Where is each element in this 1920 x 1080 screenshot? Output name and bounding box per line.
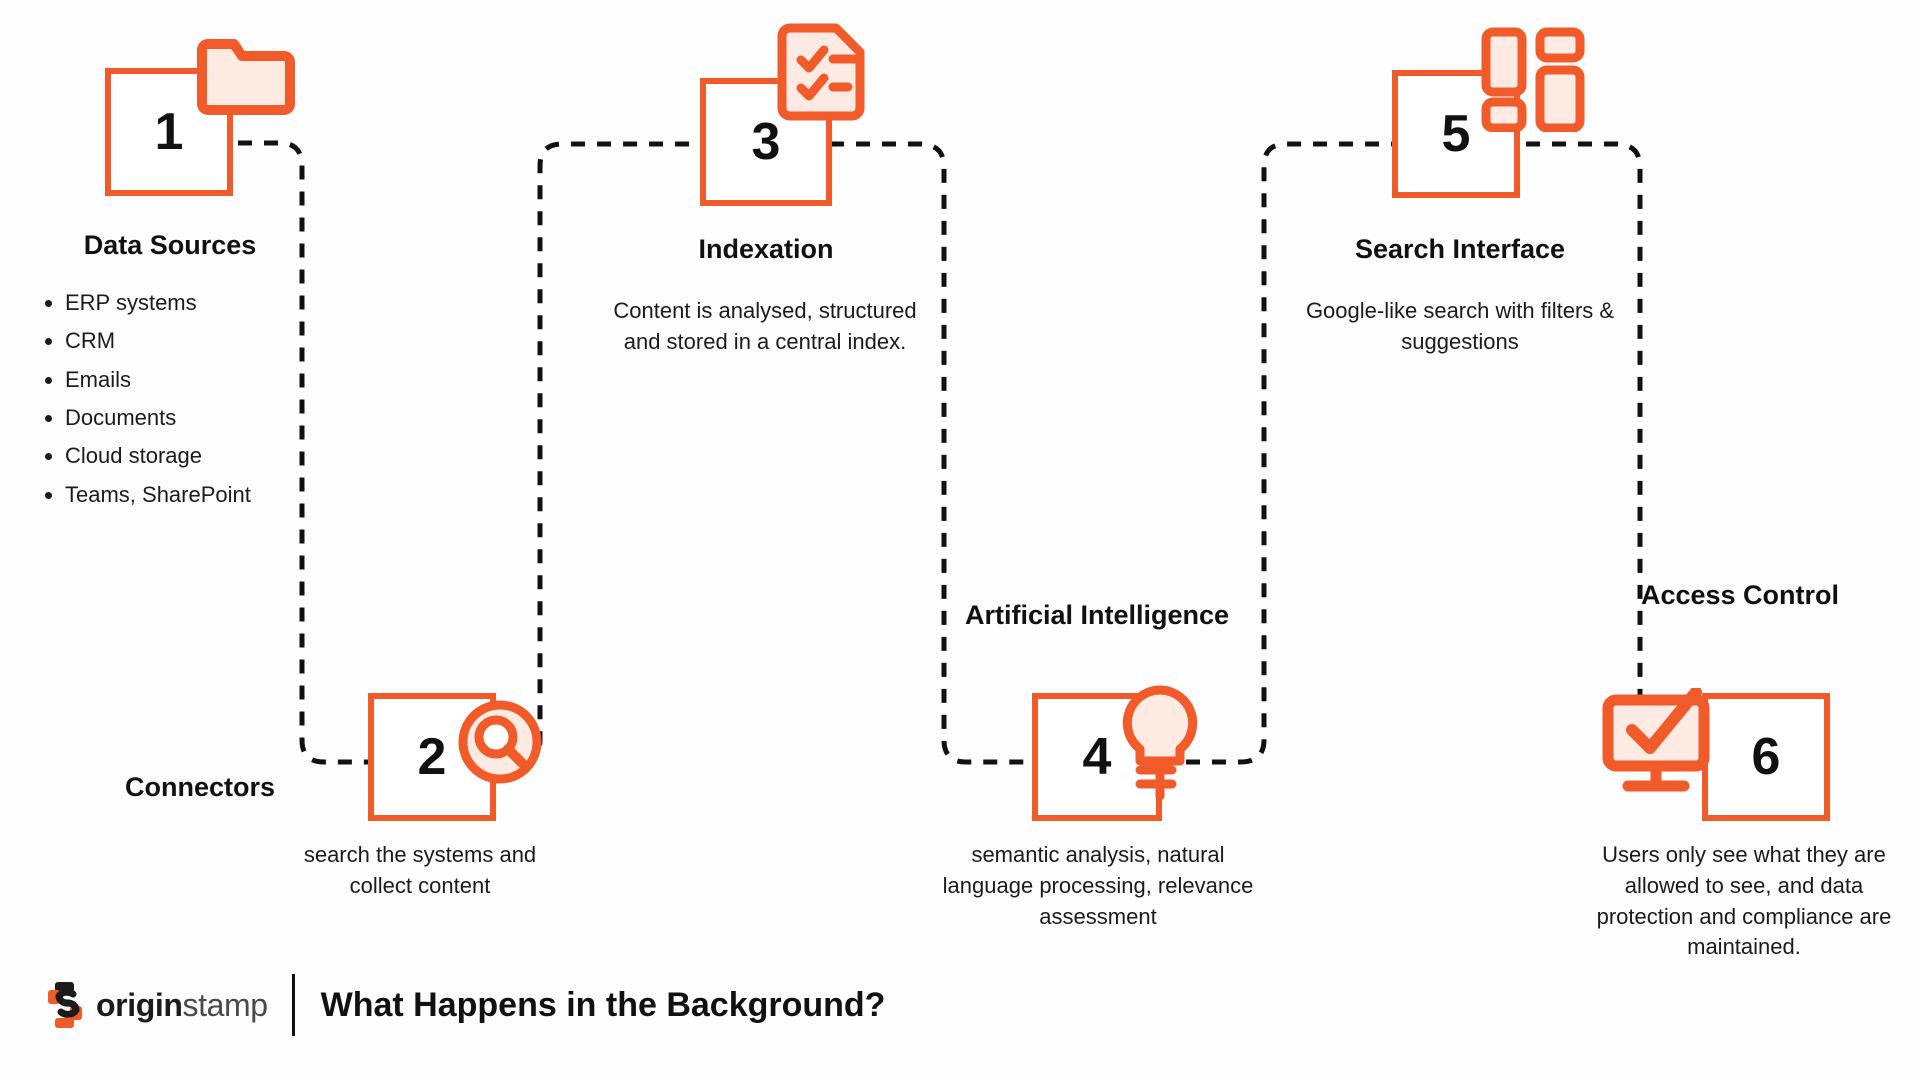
step-number-2: 2 (417, 728, 447, 786)
step-number-4: 4 (1082, 728, 1112, 786)
logo-word-bold: origin (96, 986, 183, 1023)
list-item: ERP systems (65, 288, 365, 318)
step-title-2: Connectors (124, 772, 276, 802)
footer-divider (291, 974, 295, 1036)
step-bullets-1: ERP systems CRM Emails Documents Cloud s… (35, 288, 365, 518)
step-description-4: semantic analysis, natural language proc… (942, 842, 1254, 929)
step-title-5: Search Interface (1354, 234, 1566, 264)
step-title-6: Access Control (1640, 580, 1840, 610)
dashboard-layout-icon (1478, 22, 1588, 137)
step-description-6: Users only see what they are allowed to … (1596, 842, 1892, 960)
step-number-1: 1 (154, 103, 184, 161)
folder-icon (196, 22, 296, 127)
list-item: Teams, SharePoint (65, 480, 365, 510)
originstamp-wordmark: originstamp (96, 987, 268, 1024)
magnifier-icon (448, 692, 558, 807)
step-number-6: 6 (1751, 728, 1781, 786)
step-title-1: Data Sources (83, 230, 257, 260)
logo-word-light: stamp (182, 986, 268, 1023)
step-number-5: 5 (1441, 105, 1471, 163)
footer-headline: What Happens in the Background? (320, 985, 886, 1024)
list-item: Emails (65, 365, 365, 395)
step-description-2: search the systems and collect content (303, 842, 537, 898)
step-number-box-3: 3 (700, 78, 832, 206)
checklist-document-icon (776, 18, 872, 129)
step-number-3: 3 (751, 113, 781, 171)
footer-bar: originstamp What Happens in the Backgrou… (46, 970, 885, 1040)
step-number-box-6: 6 (1702, 693, 1830, 821)
step-title-3: Indexation (698, 234, 834, 264)
originstamp-logo-icon (48, 982, 82, 1028)
step-description-3: Content is analysed, structured and stor… (613, 298, 917, 354)
lightbulb-icon (1112, 678, 1208, 807)
step-title-4: Artificial Intelligence (964, 600, 1230, 630)
list-item: Cloud storage (65, 441, 365, 471)
step-description-5: Google-like search with filters & sugges… (1305, 298, 1615, 354)
list-item: CRM (65, 326, 365, 356)
list-item: Documents (65, 403, 365, 433)
monitor-check-icon (1598, 686, 1714, 809)
